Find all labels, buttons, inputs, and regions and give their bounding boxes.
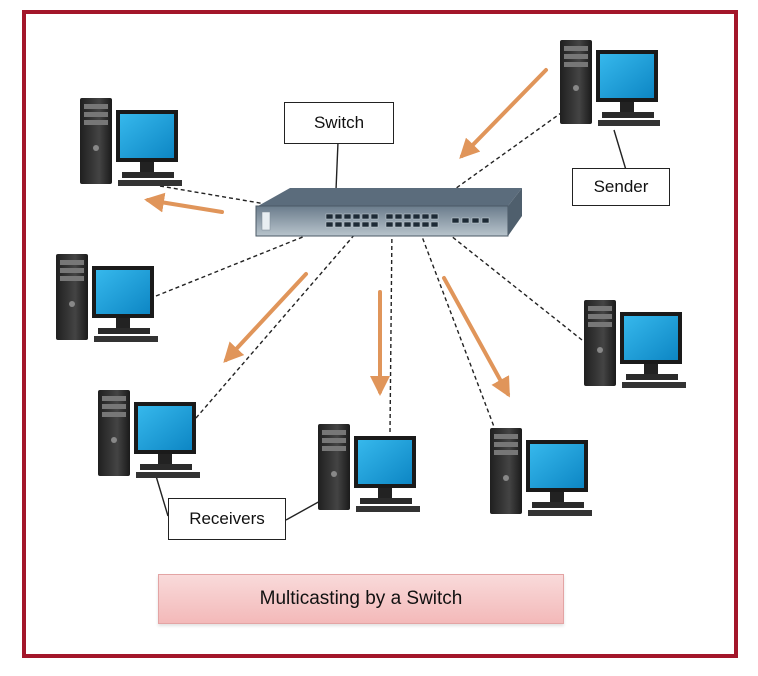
switch-device <box>255 188 522 237</box>
link-receiver-left <box>195 225 363 419</box>
switch-label: Switch <box>284 102 394 144</box>
arrow-to-receiver-left <box>223 272 308 363</box>
traffic-arrows <box>144 68 548 398</box>
link-receiver-right <box>417 225 497 433</box>
leader-lines <box>155 129 627 521</box>
link-sender <box>419 107 569 215</box>
computer-top-left <box>80 98 182 186</box>
computer-mid-left <box>56 254 158 342</box>
receivers-leader-left <box>155 475 169 517</box>
link-pc-mid-left <box>155 221 341 297</box>
computer-receiver-center <box>318 424 420 512</box>
connection-lines <box>155 107 583 433</box>
arrow-sender-to-switch <box>459 68 548 159</box>
sender-leader <box>613 129 627 171</box>
receivers-leader-right <box>285 499 323 521</box>
arrow-to-top-left <box>144 192 224 214</box>
computer-receiver-left <box>98 390 200 478</box>
link-pc-right <box>435 223 583 341</box>
switch-ports <box>325 213 490 228</box>
link-receiver-center <box>389 225 393 433</box>
switch-leader <box>335 141 339 191</box>
computer-right <box>584 300 686 388</box>
arrow-to-receiver-right <box>442 276 510 398</box>
sender-label: Sender <box>572 168 670 206</box>
computer-receiver-right <box>490 428 592 516</box>
diagram-caption: Multicasting by a Switch <box>158 574 564 624</box>
computer-sender <box>560 40 660 126</box>
receivers-label: Receivers <box>168 498 286 540</box>
